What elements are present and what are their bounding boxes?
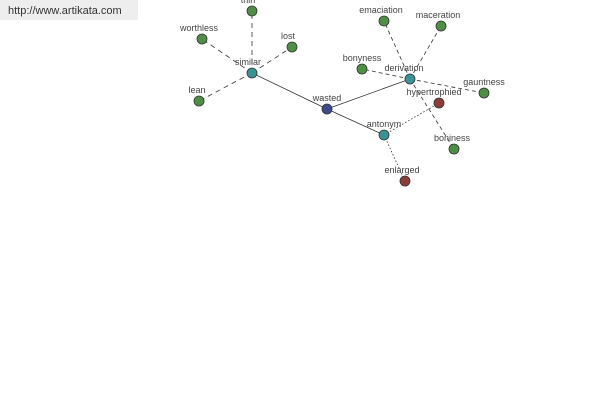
word-node-circle[interactable] — [196, 33, 208, 45]
relation-node-label[interactable]: derivation — [384, 63, 423, 73]
edge-wasted-similar — [251, 72, 328, 110]
word-node-label[interactable]: thin — [241, 0, 256, 5]
word-node-label[interactable]: lost — [281, 31, 296, 41]
node-emaciation[interactable]: emaciation — [359, 5, 403, 27]
word-node-circle[interactable] — [378, 15, 390, 27]
word-node-label[interactable]: lean — [188, 85, 205, 95]
relation-node-circle[interactable] — [378, 129, 390, 141]
node-enlarged[interactable]: enlarged — [384, 165, 420, 187]
node-similar[interactable]: similar — [235, 57, 261, 79]
relation-node-circle[interactable] — [246, 67, 258, 79]
node-maceration[interactable]: maceration — [416, 10, 461, 32]
edge-derivation-maceration — [409, 25, 442, 80]
node-boniness[interactable]: boniness — [434, 133, 471, 155]
node-worthless[interactable]: worthless — [179, 23, 219, 45]
site-url[interactable]: http://www.artikata.com — [0, 0, 138, 20]
edge-wasted-derivation — [326, 78, 411, 110]
word-node-label[interactable]: gauntness — [463, 77, 505, 87]
relation-node-label[interactable]: antonym — [367, 119, 402, 129]
edge-wasted-antonym — [326, 108, 385, 136]
node-thin[interactable]: thin — [241, 0, 258, 17]
word-node-circle[interactable] — [478, 87, 490, 99]
word-node-label[interactable]: bonyness — [343, 53, 382, 63]
edge-derivation-emaciation — [383, 20, 411, 80]
edge-similar-lost — [251, 46, 293, 74]
node-lean[interactable]: lean — [188, 85, 206, 107]
word-node-label[interactable]: emaciation — [359, 5, 403, 15]
node-antonym[interactable]: antonym — [367, 119, 402, 141]
node-derivation[interactable]: derivation — [384, 63, 424, 85]
node-wasted[interactable]: wasted — [312, 93, 342, 115]
node-bonyness[interactable]: bonyness — [343, 53, 382, 75]
relation-node-label[interactable]: similar — [235, 57, 261, 67]
center-node-circle[interactable] — [321, 103, 333, 115]
word-node-label[interactable]: enlarged — [384, 165, 419, 175]
center-node-label[interactable]: wasted — [312, 93, 342, 103]
word-node-label[interactable]: maceration — [416, 10, 461, 20]
word-node-circle[interactable] — [399, 175, 411, 187]
edge-antonym-enlarged — [383, 134, 406, 182]
word-node-circle[interactable] — [246, 5, 258, 17]
node-lost[interactable]: lost — [281, 31, 298, 53]
edge-antonym-hypertrophied — [383, 102, 440, 136]
word-node-circle[interactable] — [193, 95, 205, 107]
word-node-label[interactable]: boniness — [434, 133, 471, 143]
word-node-circle[interactable] — [356, 63, 368, 75]
node-gauntness[interactable]: gauntness — [463, 77, 505, 99]
edge-similar-worthless — [201, 38, 253, 74]
word-node-circle[interactable] — [448, 143, 460, 155]
edge-derivation-gauntness — [409, 78, 485, 94]
word-node-label[interactable]: worthless — [179, 23, 219, 33]
word-node-label[interactable]: hypertrophied — [406, 87, 461, 97]
word-node-circle[interactable] — [286, 41, 298, 53]
word-node-circle[interactable] — [435, 20, 447, 32]
edge-similar-lean — [198, 72, 253, 102]
relation-node-circle[interactable] — [404, 73, 416, 85]
word-node-circle[interactable] — [433, 97, 445, 109]
edge-derivation-bonyness — [361, 68, 411, 80]
node-hypertrophied[interactable]: hypertrophied — [406, 87, 462, 109]
